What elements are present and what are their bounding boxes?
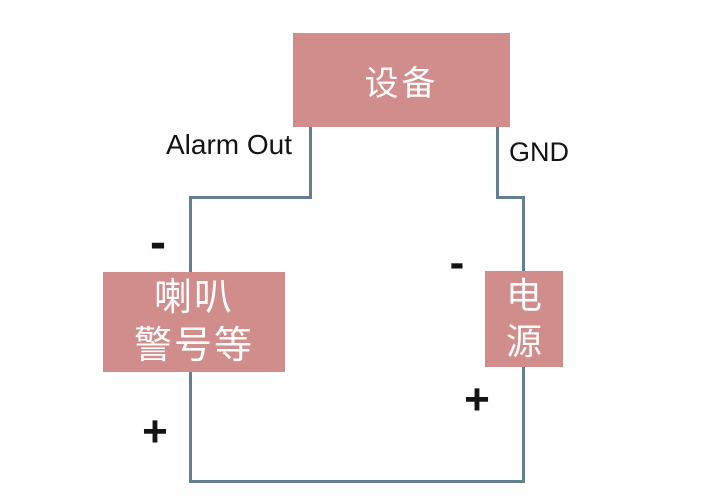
wire-bottom-return [189, 480, 525, 483]
power-label-line1: 电 [505, 275, 542, 316]
wire-gnd-drop [496, 127, 499, 199]
wire-power-to-bottom [522, 367, 525, 483]
power-supply-box: 电 源 [485, 271, 563, 367]
speaker-minus-sign: - [150, 215, 166, 269]
device-box: 设备 [293, 33, 510, 127]
wire-gnd-horizontal [496, 196, 525, 199]
power-label-line2: 源 [505, 321, 542, 362]
power-minus-sign: - [449, 238, 465, 287]
power-plus-sign: + [464, 375, 490, 424]
wire-alarm-out-horizontal [189, 196, 312, 199]
wire-alarm-out-to-speaker [189, 196, 192, 274]
gnd-label: GND [509, 137, 569, 167]
speaker-alarm-box: 喇叭 警号等 [103, 272, 285, 372]
speaker-label-line2: 警号等 [133, 325, 254, 367]
wire-alarm-out-drop [309, 127, 312, 199]
wire-speaker-to-bottom [189, 372, 192, 483]
alarm-out-label: Alarm Out [166, 129, 293, 160]
device-label: 设备 [364, 64, 439, 103]
speaker-plus-sign: + [142, 407, 168, 456]
wire-gnd-to-power [522, 196, 525, 273]
speaker-label-line1: 喇叭 [153, 277, 234, 319]
